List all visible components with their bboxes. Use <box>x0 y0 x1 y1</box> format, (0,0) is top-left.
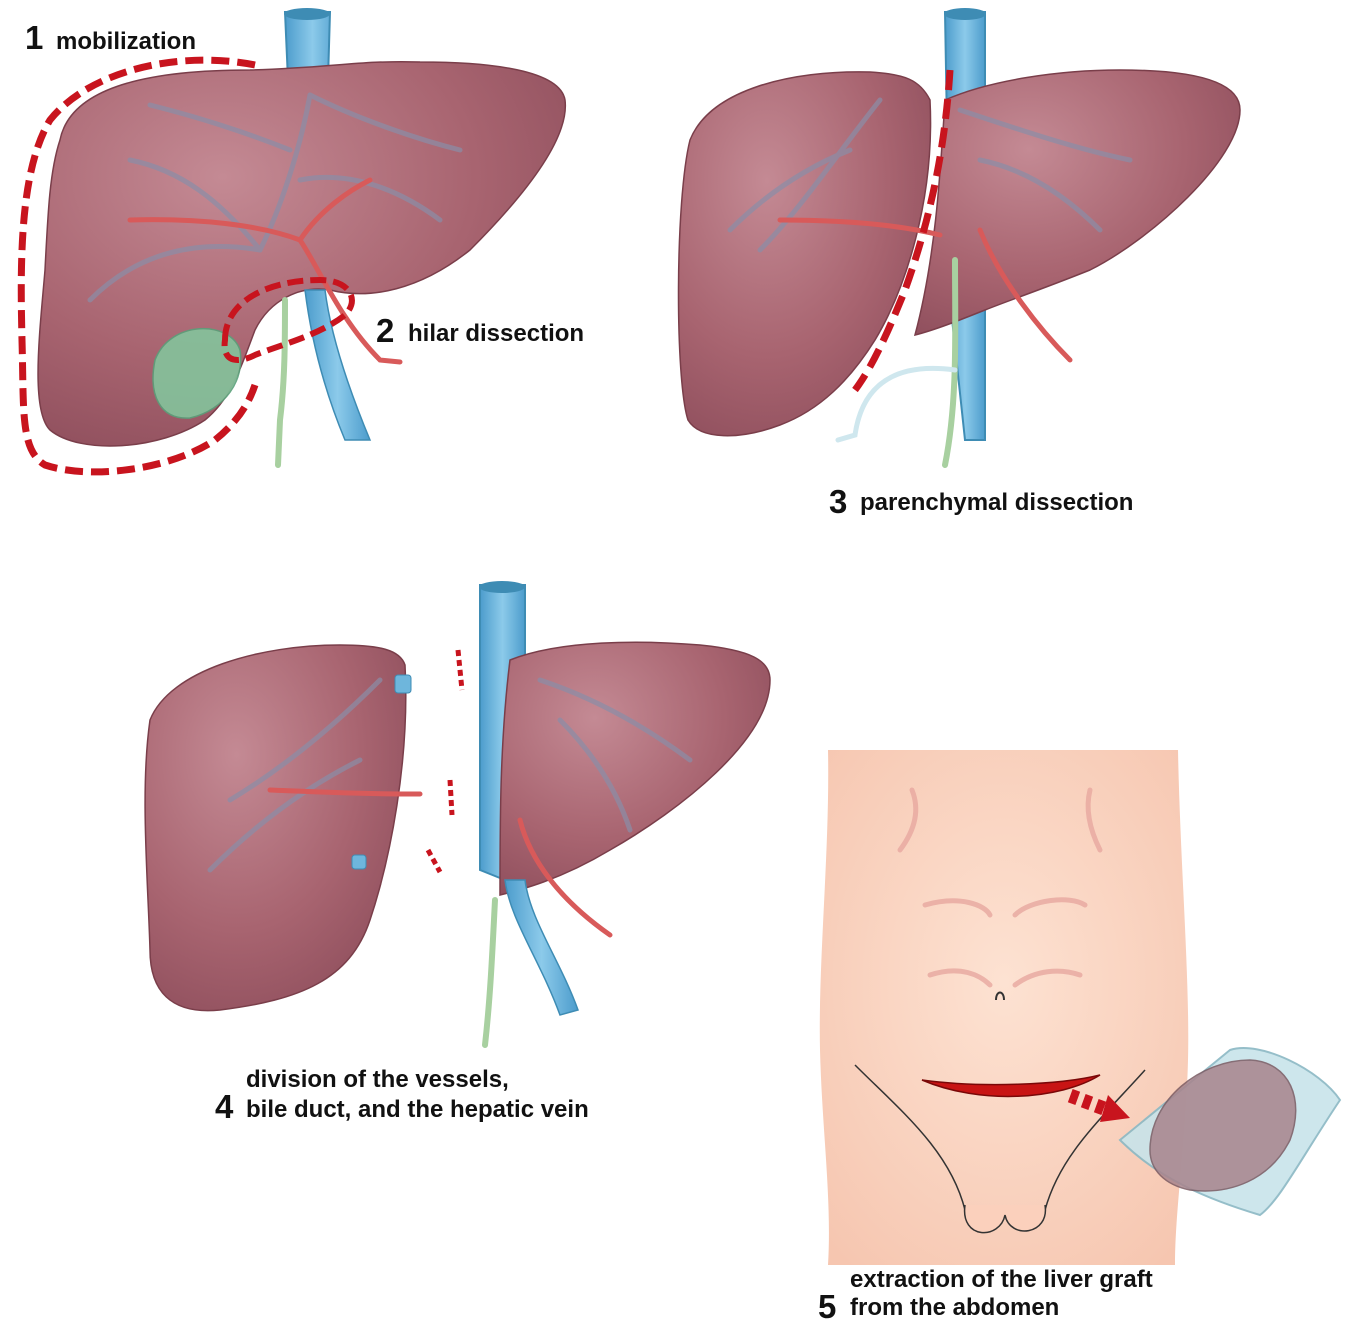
svg-text:hilar dissection: hilar dissection <box>408 320 584 347</box>
svg-text:parenchymal dissection: parenchymal dissection <box>860 489 1133 516</box>
svg-text:1: 1 <box>25 19 43 56</box>
portal-vein <box>305 290 370 440</box>
svg-text:4: 4 <box>215 1088 234 1125</box>
svg-text:bile duct, and the hepatic vei: bile duct, and the hepatic vein <box>246 1096 589 1123</box>
liver-left-part <box>678 72 930 436</box>
bile-duct <box>485 900 495 1045</box>
panel-1-liver <box>21 8 565 472</box>
divided-vein-stump-lower <box>352 855 366 869</box>
drain-tube <box>838 368 955 440</box>
bile-duct <box>278 300 285 465</box>
svg-text:5: 5 <box>818 1288 836 1321</box>
liver-body <box>38 62 565 446</box>
step-5-label: extraction of the liver graft 5 from the… <box>818 1266 1153 1321</box>
svg-text:2: 2 <box>376 312 394 349</box>
panel-3-liver <box>145 581 770 1045</box>
svg-text:mobilization: mobilization <box>56 28 196 55</box>
step-3-label: 3 parenchymal dissection <box>829 483 1133 520</box>
svg-text:from the abdomen: from the abdomen <box>850 1294 1059 1321</box>
liver-left-lobe <box>145 645 406 1011</box>
svg-text:3: 3 <box>829 483 847 520</box>
abdomen-body <box>820 750 1188 1265</box>
svg-text:extraction of the liver graft: extraction of the liver graft <box>850 1266 1153 1293</box>
svg-text:division of the vessels,: division of the vessels, <box>246 1066 509 1093</box>
panel-2-liver <box>678 8 1240 465</box>
divided-vein-stump-upper <box>395 675 411 693</box>
step-2-label: 2 hilar dissection <box>376 312 584 349</box>
division-cut-marks <box>428 650 462 872</box>
step-1-label: 1 mobilization <box>25 19 196 56</box>
panel-4-abdomen <box>820 750 1340 1265</box>
step-4-label: division of the vessels, 4 bile duct, an… <box>215 1066 589 1125</box>
